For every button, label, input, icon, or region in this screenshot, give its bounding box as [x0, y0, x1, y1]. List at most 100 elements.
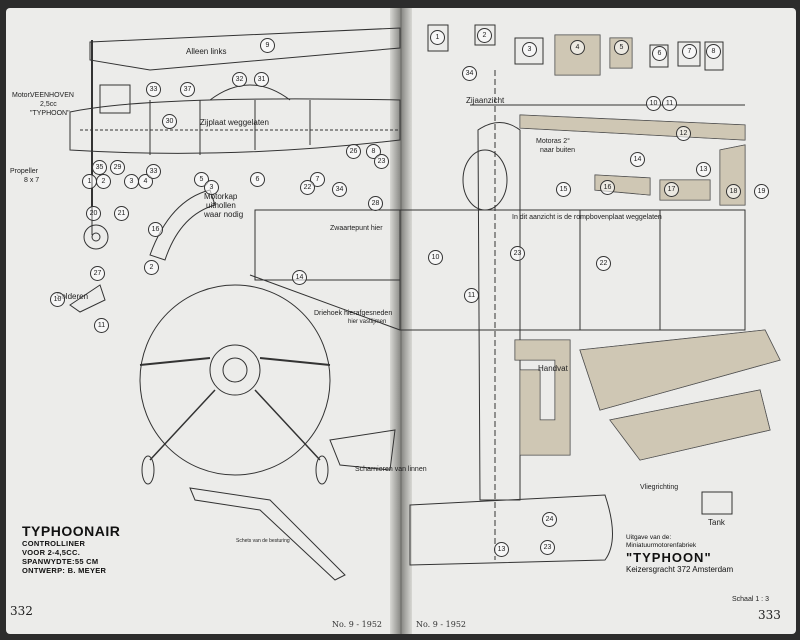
callout-number: 11 [662, 96, 677, 111]
label-motor-cc: 2,5cc [40, 101, 57, 108]
callout-number: 23 [510, 246, 525, 261]
label-motor-make: VEENHOVEN [30, 92, 74, 99]
part-6 [649, 44, 669, 68]
callout-number: 7 [682, 44, 697, 59]
wing-front-view [254, 209, 401, 281]
front-wings [139, 357, 331, 366]
label-tank: Tank [708, 518, 725, 527]
part-7 [677, 41, 701, 67]
label-zijplaat: Zijplaat weggelaten [200, 118, 269, 127]
label-scharnieren: Scharnieren van linnen [355, 466, 427, 473]
tank-sketch [701, 491, 733, 515]
wing-top-view [399, 209, 746, 331]
publisher-intro: Uitgave van de: [626, 534, 672, 541]
callout-number: 3 [522, 42, 537, 57]
bellcrank-sketch [69, 284, 106, 313]
callout-number: 23 [540, 540, 555, 555]
side-wheel [83, 224, 109, 250]
label-zwaartepunt: Zwaartepunt hier [330, 225, 383, 232]
callout-number: 3 [204, 180, 219, 195]
callout-number: 11 [94, 318, 109, 333]
callout-number: 14 [630, 152, 645, 167]
label-bovenplaat: In dit aanzicht is de rompbovenplaat weg… [512, 214, 662, 221]
model-title: TYPHOONAIR [22, 523, 121, 539]
label-hier-vast: hier vastlijmen [348, 319, 387, 325]
title-line-1: CONTROLLINER [22, 539, 86, 548]
label-zijaanzicht: Zijaanzicht [466, 96, 505, 105]
callout-number: 16 [600, 180, 615, 195]
callout-number: 29 [110, 160, 125, 175]
callout-number: 10 [50, 292, 65, 307]
title-line-3: SPANWYDTE:55 CM [22, 557, 99, 566]
label-motoras: Motoras 2° [536, 138, 570, 145]
callout-number: 24 [542, 512, 557, 527]
callout-number: 27 [90, 266, 105, 281]
footer-right: No. 9 - 1952 [416, 620, 466, 629]
callout-number: 3 [124, 174, 139, 189]
part-2 [474, 24, 496, 46]
page-number-right: 333 [758, 608, 781, 622]
part-8 [704, 41, 724, 71]
callout-number: 12 [676, 126, 691, 141]
callout-number: 16 [148, 222, 163, 237]
title-line-2: VOOR 2-4,5CC. [22, 548, 81, 557]
fuselage-top-view [477, 122, 521, 501]
label-waar-nodig: waar nodig [204, 210, 244, 219]
motor-outline [99, 84, 131, 114]
page-gutter [390, 8, 412, 634]
propeller-disc [139, 284, 331, 476]
publisher-name: "TYPHOON" [626, 550, 712, 565]
callout-number: 18 [726, 184, 741, 199]
callout-number: 10 [646, 96, 661, 111]
publisher-block: Uitgave van de: Miniatuurmotorenfabriek … [626, 534, 776, 574]
callout-number: 22 [596, 256, 611, 271]
callout-number: 22 [300, 180, 315, 195]
callout-number: 2 [144, 260, 159, 275]
label-propeller-size: 8 x 7 [24, 177, 40, 184]
label-uithollen: uithollen [206, 201, 236, 210]
callout-number: 1 [82, 174, 97, 189]
stabilizer-sketch [329, 429, 396, 471]
label-vliegrichting: Vliegrichting [640, 484, 679, 491]
callout-number: 13 [696, 162, 711, 177]
callout-number: 37 [180, 82, 195, 97]
left-page [6, 8, 398, 634]
callout-number: 14 [292, 270, 307, 285]
label-schaal: Schaal 1 : 3 [732, 596, 769, 603]
callout-number: 15 [556, 182, 571, 197]
callout-number: 32 [232, 72, 247, 87]
label-handvat: Handvat [538, 364, 568, 373]
label-propeller: Propeller [10, 168, 39, 175]
callout-number: 23 [374, 154, 389, 169]
tailplane-top-view [409, 494, 613, 566]
callout-number: 6 [652, 46, 667, 61]
callout-number: 11 [464, 288, 479, 303]
callout-number: 2 [477, 28, 492, 43]
fuselage-side-view [69, 98, 401, 154]
label-schets: Schets van de besturing [236, 538, 290, 544]
callout-number: 30 [162, 114, 177, 129]
part-1 [427, 24, 449, 52]
callout-number: 34 [462, 66, 477, 81]
wing-lower-edge [249, 274, 401, 331]
callout-number: 6 [250, 172, 265, 187]
callout-number: 20 [86, 206, 101, 221]
callout-number: 33 [146, 164, 161, 179]
publisher-company: Miniatuurmotorenfabriek [626, 542, 697, 549]
callout-number: 31 [254, 72, 269, 87]
label-alleen-links: Alleen links [186, 47, 227, 56]
callout-number: 28 [368, 196, 383, 211]
right-page [402, 8, 796, 634]
landing-gear [149, 389, 321, 461]
title-block: TYPHOONAIR CONTROLLINER VOOR 2-4,5CC. SP… [22, 523, 162, 575]
callout-number: 2 [96, 174, 111, 189]
publisher-address: Keizersgracht 372 Amsterdam [626, 565, 734, 574]
callout-number: 34 [332, 182, 347, 197]
page-number-left: 332 [10, 604, 33, 618]
callout-number: 8 [706, 44, 721, 59]
callout-number: 13 [494, 542, 509, 557]
front-wheel-left [141, 455, 155, 485]
motor-cowl-sketch [149, 189, 216, 261]
